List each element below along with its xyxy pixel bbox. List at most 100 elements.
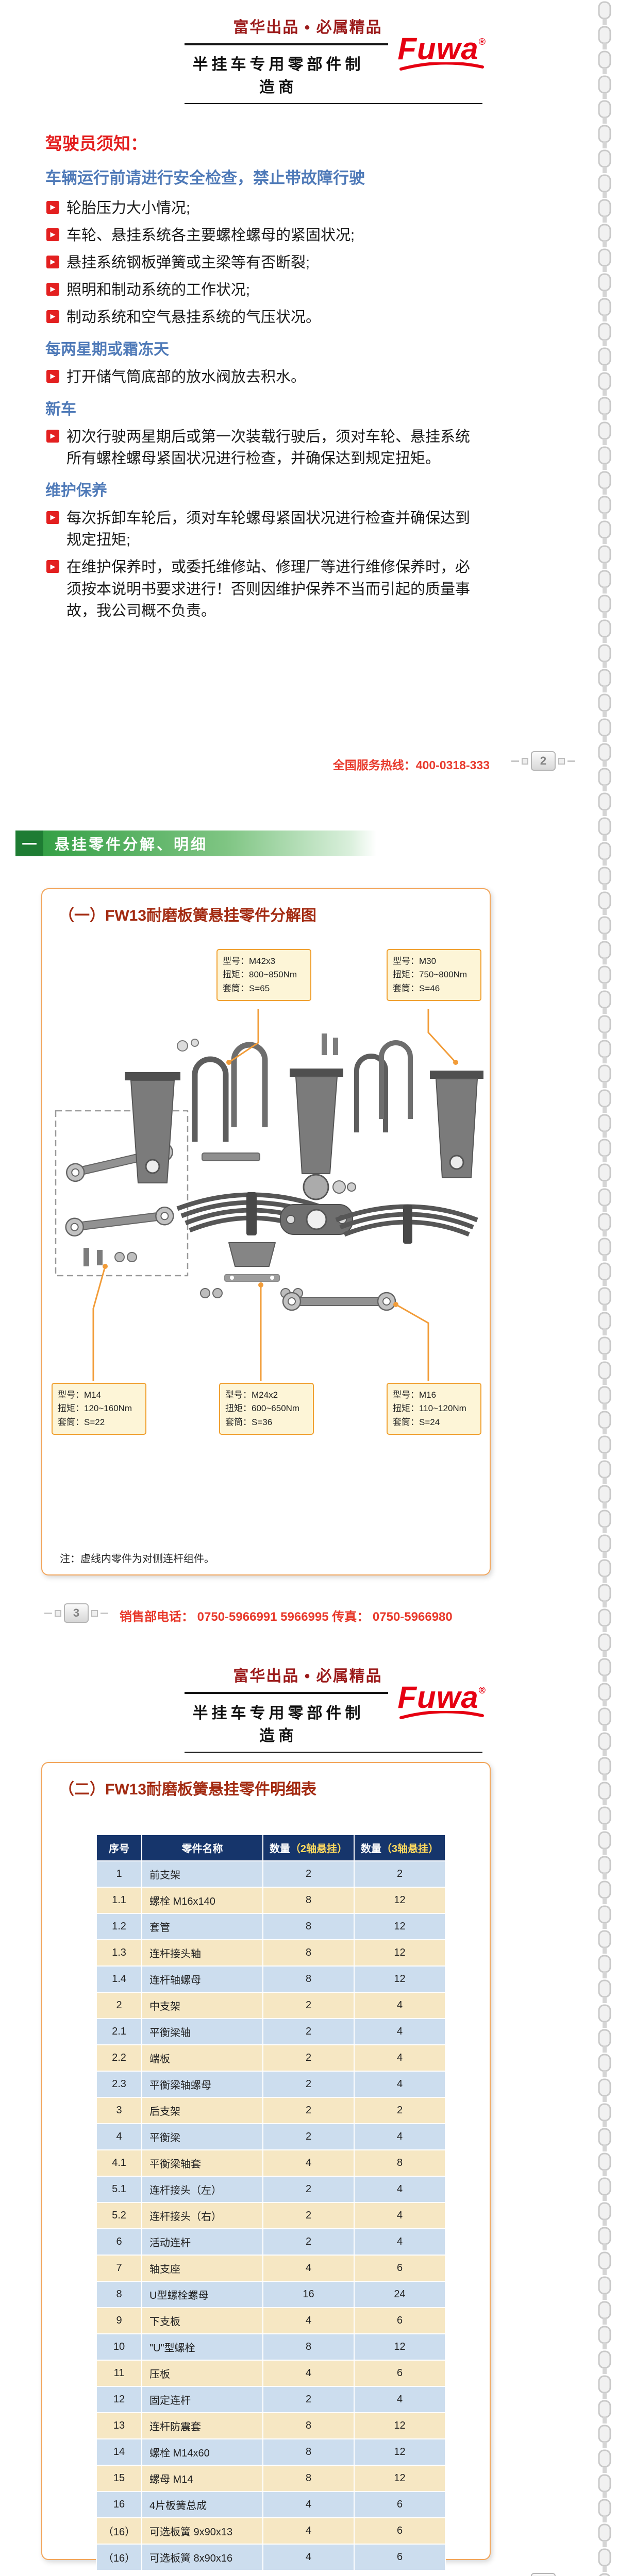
col-header-qty2: 数量（2轴悬挂）	[262, 1834, 355, 1861]
sales-contact-line: 销售部电话： 0750-5966991 5966995 传真： 0750-596…	[120, 1610, 453, 1624]
table-cell: 12	[354, 2438, 446, 2466]
table-cell: 4	[262, 2255, 355, 2282]
table-cell: 15	[96, 2465, 142, 2492]
table-cell: 8	[354, 2149, 446, 2177]
bullet-arrow-icon: ▶	[46, 256, 59, 269]
callout-text: 套筒：S=46	[393, 983, 440, 993]
check-list: ▶轮胎压力大小情况; ▶车轮、悬挂系统各主要螺栓螺母的紧固状况; ▶悬挂系统钢板弹簧…	[45, 197, 485, 328]
table-cell: 2	[262, 2386, 355, 2413]
table-cell: 套管	[141, 1913, 263, 1940]
table-cell: 8	[262, 2438, 355, 2466]
page-header: 富华出品 • 必属精品 半挂车专用零部件制造商 Fuwa®	[185, 14, 490, 104]
table-cell: 3	[96, 2097, 142, 2124]
notice-list-item: ▶悬挂系统钢板弹簧或主梁等有否断裂;	[45, 252, 485, 274]
table-cell: 1	[96, 1860, 142, 1888]
notice-list-item: ▶轮胎压力大小情况;	[45, 197, 485, 219]
table-cell: 2	[354, 1860, 446, 1888]
table-cell: 端板	[141, 2044, 263, 2072]
callout-text: 扭矩：800~850Nm	[223, 970, 297, 980]
table-cell: 8	[262, 1913, 355, 1940]
page-header: 富华出品 • 必属精品 半挂车专用零部件制造商 Fuwa®	[185, 1663, 490, 1753]
notice-item-text: 每次拆卸车轮后，须对车轮螺母紧固状况进行检查并确保达到规定扭矩;	[66, 510, 471, 549]
section-index: 一	[15, 831, 43, 856]
table-cell: 9	[96, 2307, 142, 2334]
table-cell: 6	[354, 2307, 446, 2334]
table-cell: 压板	[141, 2360, 263, 2387]
notice-title: 驾驶员须知：	[45, 134, 147, 153]
table-cell: 8	[262, 2465, 355, 2492]
badge-number: 4	[531, 2573, 556, 2576]
table-cell: 12	[354, 1965, 446, 1993]
table-cell: 2.1	[96, 2018, 142, 2045]
table-cell: 2	[96, 1992, 142, 2019]
section-heading: 维护保养	[45, 482, 107, 500]
table-cell: 2	[262, 1860, 355, 1888]
notice-item-text: 照明和制动系统的工作状况;	[66, 282, 250, 299]
table-cell: 连杆接头轴	[141, 1939, 263, 1967]
callout-text: 型号：M16	[393, 1390, 437, 1400]
col-header-qty3: 数量（3轴悬挂）	[354, 1834, 446, 1861]
table-cell: 6	[354, 2360, 446, 2387]
notice-sections: 每两星期或霜冻天▶打开储气筒底部的放水阀放去积水。新车▶初次行驶两星期后或第一次…	[45, 336, 485, 621]
notice-list-item: ▶制动系统和空气悬挂系统的气压状况。	[45, 307, 485, 328]
table-cell: 4	[354, 2202, 446, 2229]
badge-line	[567, 760, 575, 762]
table-cell: 2	[262, 2071, 355, 2098]
table-cell: 4.1	[96, 2149, 142, 2177]
table-cell: 2	[262, 2202, 355, 2229]
bullet-arrow-icon: ▶	[46, 430, 59, 443]
bullet-arrow-icon: ▶	[46, 511, 59, 524]
bullet-arrow-icon: ▶	[46, 228, 59, 242]
header-rule-top	[185, 1692, 482, 1694]
table-cell: 12	[354, 1887, 446, 1914]
fuwa-logo: Fuwa®	[388, 1679, 490, 1720]
badge-square	[522, 757, 528, 765]
notice-lead: 车辆运行前请进行安全检查，禁止带故障行驶	[45, 169, 365, 187]
badge-number: 3	[64, 1603, 89, 1623]
table-cell: 6	[96, 2228, 142, 2256]
badge-line	[101, 1612, 108, 1614]
table-cell: 8	[262, 1965, 355, 1993]
table-cell: 4	[96, 2123, 142, 2150]
table-cell: 1.1	[96, 1887, 142, 1914]
qty-label: 数量	[269, 1843, 290, 1855]
header-rule-bottom	[185, 1752, 482, 1753]
page-number-badge: 3	[44, 1603, 108, 1623]
callout-text: 套筒：S=24	[393, 1417, 440, 1427]
table-cell: 固定连杆	[141, 2386, 263, 2413]
table-cell: 10	[96, 2333, 142, 2361]
table-cell: 4片板簧总成	[141, 2491, 263, 2518]
notice-list-item: ▶在维护保养时，或委托维修站、修理厂等进行维修保养时，必须按本说明书要求进行！否…	[45, 556, 485, 621]
notice-list-item: ▶ 每次拆卸车轮后，须对车轮螺母紧固状况进行检查并确保达到规定扭矩;	[45, 507, 485, 551]
registered-mark-icon: ®	[478, 1685, 486, 1696]
brand-tagline: 半挂车专用零部件制造商	[192, 56, 364, 96]
callout-text: 扭矩：110~120Nm	[393, 1403, 466, 1414]
notice-list-item: ▶打开储气筒底部的放水阀放去积水。	[45, 366, 485, 388]
notice-list-item: ▶车轮、悬挂系统各主要螺栓螺母的紧固状况;	[45, 225, 485, 246]
page-number-badge: 4	[511, 2573, 575, 2576]
table-cell: 前支架	[141, 1860, 263, 1888]
table-cell: 螺栓 M14x60	[141, 2438, 263, 2466]
table-cell: 4	[262, 2517, 355, 2545]
table-cell: 后支架	[141, 2097, 263, 2124]
table-cell: 活动连杆	[141, 2228, 263, 2256]
table-cell: 4	[354, 2176, 446, 2203]
callout-text: 型号：M24x2	[225, 1390, 278, 1400]
bullet-arrow-icon: ▶	[46, 310, 59, 324]
registered-mark-icon: ®	[478, 37, 486, 47]
